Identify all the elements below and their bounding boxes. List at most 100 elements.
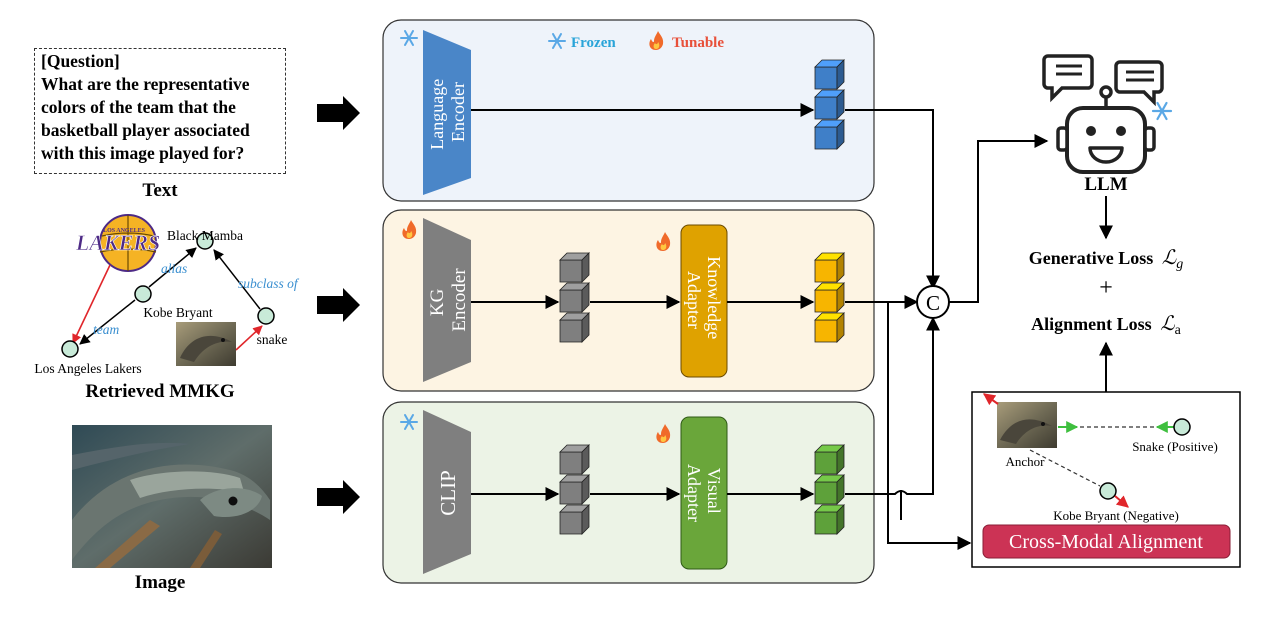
visual-adapter-label-1: Visual bbox=[704, 468, 724, 514]
kg-edge-subclass bbox=[213, 249, 261, 310]
alignment-title-bar bbox=[982, 524, 1231, 559]
kg-encoder bbox=[423, 218, 471, 382]
svg-text:Language Encoder: Language Encoder bbox=[427, 74, 468, 149]
snowflake-icon bbox=[548, 33, 566, 49]
feature-cubes bbox=[559, 59, 845, 535]
generative-loss-label: Generative Loss bbox=[1029, 248, 1153, 268]
kg-edge-logo bbox=[72, 264, 111, 344]
kg-edge-subclass-label: subclass of bbox=[238, 276, 300, 291]
kg-node-black-mamba-label: Black Mamba bbox=[167, 228, 243, 243]
kg-edge-team-label: team bbox=[93, 322, 119, 337]
kg-node-snake bbox=[257, 307, 275, 325]
lakers-logo-text: LAKERS bbox=[75, 230, 160, 255]
legend-tunable-label: Tunable bbox=[672, 35, 724, 51]
feature-cube bbox=[559, 312, 590, 343]
positive-label: Snake (Positive) bbox=[1132, 439, 1218, 454]
kg-node-kobe bbox=[134, 285, 152, 303]
language-encoder-label-1: Language bbox=[427, 79, 447, 150]
knowledge-adapter-label-1: Knowledge bbox=[704, 256, 724, 339]
svg-text:Knowledge Adapter: Knowledge Adapter bbox=[684, 256, 724, 343]
feature-cube bbox=[559, 282, 590, 313]
svg-text:Alignment Loss ℒa: Alignment Loss ℒa bbox=[1031, 313, 1181, 338]
kg-node-kobe-label: Kobe Bryant bbox=[143, 305, 213, 320]
mmkg-caption: Retrieved MMKG bbox=[85, 381, 235, 402]
language-to-concat bbox=[845, 109, 940, 290]
generative-loss-symbol: ℒ bbox=[1162, 247, 1177, 269]
svg-text:Generative Loss ℒg: Generative Loss ℒg bbox=[1029, 247, 1183, 272]
feature-cube bbox=[814, 89, 845, 120]
concat-symbol: C bbox=[926, 291, 940, 315]
snowflake-icon bbox=[400, 30, 418, 46]
knowledge-adapter-label-2: Adapter bbox=[684, 271, 704, 329]
alignment-loss-label: Alignment Loss bbox=[1031, 314, 1152, 334]
image-caption: Image bbox=[134, 572, 186, 593]
flame-icon bbox=[656, 232, 671, 251]
feature-cube bbox=[814, 282, 845, 313]
kg-encoder-label-1: KG bbox=[427, 288, 448, 316]
question-header: [Question] bbox=[41, 51, 120, 71]
feature-cube bbox=[814, 474, 845, 505]
legend-frozen-label: Frozen bbox=[571, 35, 616, 51]
question-text: What are the representative colors of th… bbox=[41, 74, 250, 163]
kg-edge-team bbox=[79, 299, 136, 345]
kg-encoder-label-2: Encoder bbox=[449, 268, 470, 332]
flame-icon bbox=[656, 424, 671, 443]
feature-cube bbox=[559, 444, 590, 475]
generative-loss-subscript: g bbox=[1176, 257, 1183, 272]
snowflake-icon bbox=[1151, 101, 1173, 121]
robot-icon bbox=[1042, 54, 1164, 174]
kg-node-lakers-label: Los Angeles Lakers bbox=[34, 361, 141, 376]
alignment-loss-symbol: ℒ bbox=[1160, 313, 1175, 335]
anchor-label: Anchor bbox=[1006, 454, 1046, 469]
kg-edge-alias bbox=[148, 247, 197, 288]
feature-cube bbox=[814, 119, 845, 150]
input-arrow bbox=[317, 480, 360, 514]
feature-cube bbox=[814, 59, 845, 90]
llm-label: LLM bbox=[1084, 174, 1127, 195]
kg-edge-snake-image bbox=[235, 325, 263, 351]
svg-text:Visual Adapter: Visual Adapter bbox=[684, 464, 724, 522]
anchor-image bbox=[997, 402, 1057, 448]
kg-edge-alias-label: alias bbox=[161, 261, 187, 276]
alignment-title: Cross-Modal Alignment bbox=[1009, 531, 1203, 553]
text-caption: Text bbox=[142, 180, 178, 201]
kg-to-alignment bbox=[887, 302, 972, 550]
clip-encoder bbox=[423, 410, 471, 574]
concat-to-llm bbox=[949, 134, 1049, 303]
snowflake-icon bbox=[400, 414, 418, 430]
lakers-logo-small-text: LOS ANGELES bbox=[103, 228, 146, 234]
negative-label: Kobe Bryant (Negative) bbox=[1053, 508, 1179, 523]
flame-icon bbox=[402, 220, 417, 239]
kg-node-black-mamba bbox=[196, 232, 214, 250]
feature-cube bbox=[814, 504, 845, 535]
language-encoder-label-2: Encoder bbox=[448, 82, 468, 142]
input-image bbox=[72, 425, 272, 568]
question-box: [Question] What are the representative c… bbox=[34, 48, 286, 174]
flame-icon bbox=[649, 31, 664, 50]
visual-adapter-label-2: Adapter bbox=[684, 464, 704, 522]
anchor-repel-arrow bbox=[983, 393, 999, 406]
kg-snake-image bbox=[176, 322, 236, 366]
feature-cube bbox=[814, 252, 845, 283]
negative-repel-arrow bbox=[1114, 495, 1129, 508]
kg-node-snake-label: snake bbox=[257, 332, 288, 347]
lakers-logo: LAKERS LOS ANGELES bbox=[75, 214, 160, 272]
feature-cube bbox=[559, 474, 590, 505]
negative-pair-line bbox=[1029, 449, 1101, 487]
language-encoder bbox=[423, 30, 471, 195]
positive-node bbox=[1173, 418, 1191, 436]
feature-cube bbox=[814, 312, 845, 343]
input-arrow bbox=[317, 96, 360, 130]
svg-text:KG Encoder: KG Encoder bbox=[427, 268, 470, 332]
loss-plus: + bbox=[1099, 275, 1113, 301]
input-arrow bbox=[317, 288, 360, 322]
feature-cube bbox=[559, 504, 590, 535]
visual-panel bbox=[382, 401, 875, 584]
feature-cube bbox=[814, 444, 845, 475]
feature-cube bbox=[559, 252, 590, 283]
clip-encoder-label: CLIP bbox=[436, 470, 460, 516]
alignment-loss-subscript: a bbox=[1175, 323, 1182, 338]
negative-node bbox=[1099, 482, 1117, 500]
kg-panel bbox=[382, 209, 875, 392]
